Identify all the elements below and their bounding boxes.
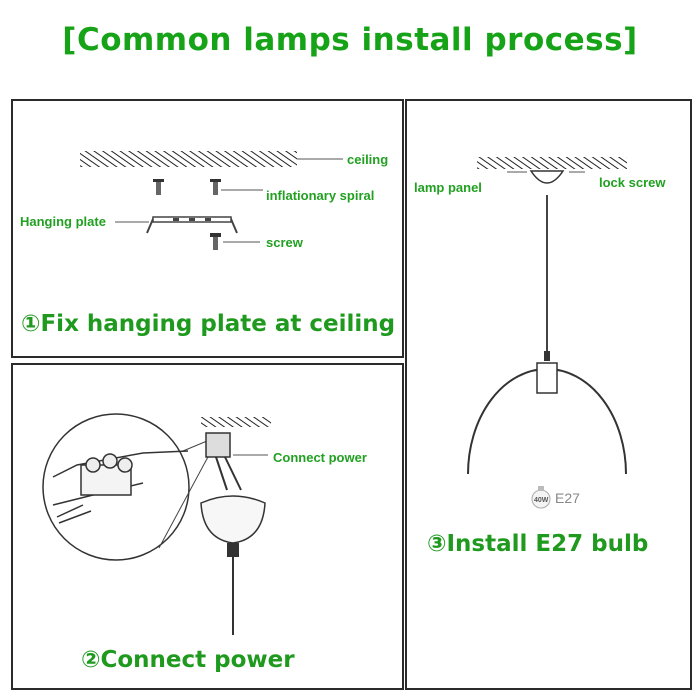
screw-icon bbox=[210, 233, 221, 250]
ceiling-label: ceiling bbox=[347, 152, 388, 167]
bulb-icon: 40W bbox=[531, 486, 551, 509]
ceiling-hatch bbox=[80, 151, 297, 167]
step3-caption: ③Install E27 bulb bbox=[427, 531, 648, 557]
step1-diagram: ceiling inflationary spiral Hanging plat… bbox=[20, 151, 395, 337]
bulb-watt-label: 40W bbox=[534, 497, 549, 504]
step3-panel: lamp panel lock screw 40W E27 ③Install E… bbox=[405, 99, 692, 690]
connector-icon bbox=[205, 432, 242, 491]
step1-panel: ceiling inflationary spiral Hanging plat… bbox=[11, 99, 404, 358]
step2-diagram: Connect power ②Connect power bbox=[42, 413, 367, 673]
hanging-plate-icon bbox=[146, 216, 238, 234]
cord-grip-icon bbox=[227, 543, 239, 557]
socket-icon bbox=[536, 362, 558, 394]
page-title: [Common lamps install process] bbox=[62, 22, 638, 58]
ceiling-hatch bbox=[201, 417, 271, 427]
canopy-icon bbox=[200, 495, 266, 544]
lamp-panel-icon bbox=[529, 170, 565, 184]
spiral-label: inflationary spiral bbox=[266, 188, 374, 203]
inflationary-spiral-icon bbox=[153, 179, 221, 195]
terminal-block-icon bbox=[52, 450, 189, 524]
bulb-type-label: E27 bbox=[555, 490, 580, 506]
step2-panel: Connect power ②Connect power bbox=[11, 363, 404, 690]
step2-caption: ②Connect power bbox=[81, 647, 295, 673]
step3-diagram: lamp panel lock screw 40W E27 ③Install E… bbox=[414, 157, 666, 557]
plate-label: Hanging plate bbox=[20, 214, 106, 229]
power-label: Connect power bbox=[273, 450, 367, 465]
lamp-panel-label: lamp panel bbox=[414, 180, 482, 195]
step1-caption: ①Fix hanging plate at ceiling bbox=[21, 311, 395, 337]
ceiling-hatch bbox=[477, 157, 627, 169]
screw-label: screw bbox=[266, 235, 304, 250]
lock-screw-label: lock screw bbox=[599, 175, 666, 190]
